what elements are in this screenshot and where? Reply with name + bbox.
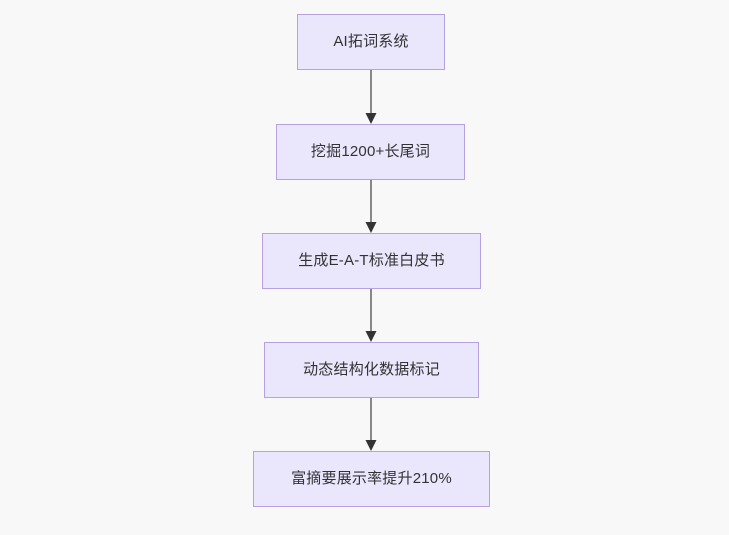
edge-n3-n4	[365, 398, 377, 451]
flow-node-label: 富摘要展示率提升210%	[291, 470, 452, 487]
flow-node-dynamic-structured-data-markup[interactable]: 动态结构化数据标记	[264, 342, 479, 398]
edge-n1-n2	[365, 180, 377, 233]
flow-node-generate-eat-whitepaper[interactable]: 生成E-A-T标准白皮书	[262, 233, 481, 289]
edge-n2-n3	[365, 289, 377, 342]
flow-node-label: 生成E-A-T标准白皮书	[298, 252, 445, 269]
flow-node-mine-longtail-keywords[interactable]: 挖掘1200+长尾词	[276, 124, 465, 180]
flow-node-ai-keyword-system[interactable]: AI拓词系统	[297, 14, 445, 70]
flow-node-label: AI拓词系统	[333, 33, 409, 50]
edge-n0-n1	[365, 70, 377, 124]
flow-node-label: 挖掘1200+长尾词	[310, 143, 431, 160]
flow-node-label: 动态结构化数据标记	[303, 361, 440, 378]
flow-node-rich-snippet-rate-increase[interactable]: 富摘要展示率提升210%	[253, 451, 490, 507]
